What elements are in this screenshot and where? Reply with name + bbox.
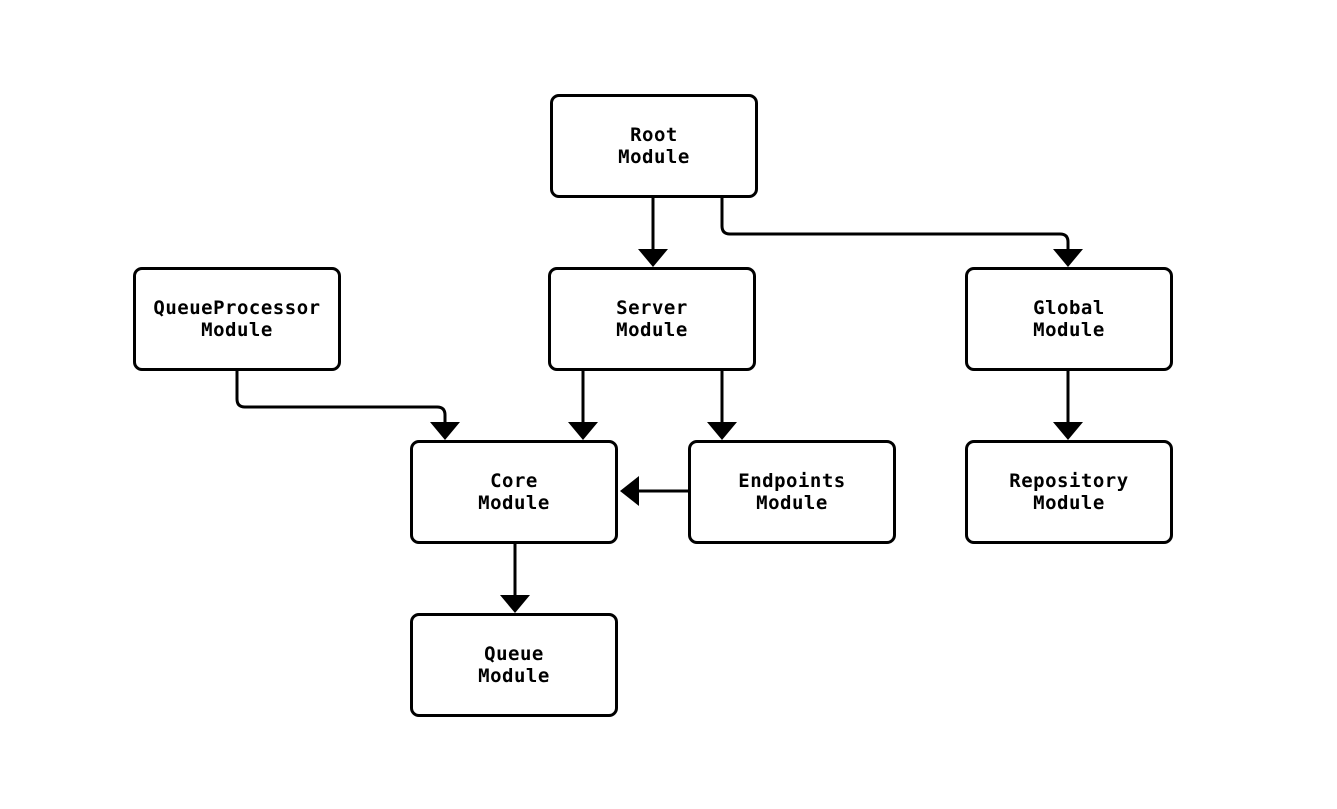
node-global-module: Global Module (965, 267, 1173, 371)
edge-root-to-global (720, 198, 1083, 267)
arrowhead (1053, 422, 1083, 440)
edge-server-to-endpoints (707, 371, 737, 440)
node-endpoints-module: Endpoints Module (688, 440, 896, 544)
node-repository-module: Repository Module (965, 440, 1173, 544)
node-queue-module: Queue Module (410, 613, 618, 717)
node-label: Server Module (616, 297, 688, 341)
node-queueprocessor-module: QueueProcessor Module (133, 267, 341, 371)
edge-core-to-queue (500, 544, 530, 613)
node-label: Queue Module (478, 643, 550, 687)
edge-root-to-server (638, 197, 668, 267)
node-label: Root Module (618, 124, 690, 168)
arrowhead (707, 422, 737, 440)
edge-endpoints-to-core (620, 476, 688, 506)
node-label: Core Module (478, 470, 550, 514)
node-label: Endpoints Module (738, 470, 846, 514)
arrowhead (568, 422, 598, 440)
node-label: Global Module (1033, 297, 1105, 341)
arrowhead (1053, 249, 1083, 267)
node-root-module: Root Module (550, 94, 758, 198)
edge-server-to-core (568, 371, 598, 440)
edge-global-to-repository (1053, 371, 1083, 440)
arrowhead (430, 422, 460, 440)
edge-queueprocessor-to-core (235, 371, 460, 440)
node-label: QueueProcessor Module (153, 297, 321, 341)
node-core-module: Core Module (410, 440, 618, 544)
arrowhead (500, 595, 530, 613)
node-server-module: Server Module (548, 267, 756, 371)
arrowhead (638, 249, 668, 267)
node-label: Repository Module (1009, 470, 1129, 514)
arrowhead (620, 476, 639, 506)
